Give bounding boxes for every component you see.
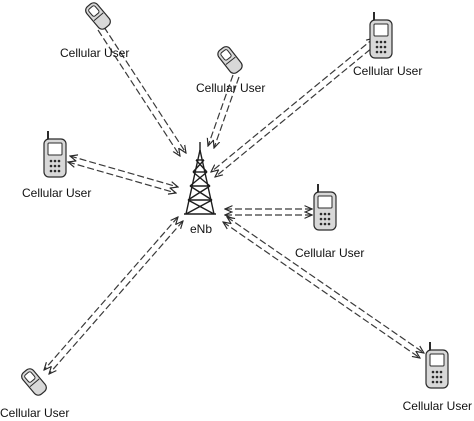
- flip-phone-icon: [85, 2, 111, 30]
- link-user-5: [225, 209, 312, 215]
- enb-label: eNb: [190, 222, 212, 236]
- flip-phone-icon: [217, 46, 243, 74]
- mobile-phone-icon: [43, 131, 67, 178]
- user-label-6: Cellular User: [0, 406, 69, 420]
- user-label-7: Cellular User: [403, 399, 472, 413]
- user-label-5: Cellular User: [295, 246, 364, 260]
- mobile-phone-icon: [369, 12, 393, 59]
- link-user-3: [211, 38, 378, 177]
- flip-phone-icon: [21, 368, 47, 396]
- user-label-2: Cellular User: [196, 81, 265, 95]
- mobile-phone-icon: [313, 184, 337, 231]
- link-user-1: [97, 26, 186, 156]
- link-user-7: [223, 217, 424, 358]
- cell-tower-icon: [184, 142, 216, 215]
- mobile-phone-icon: [425, 342, 449, 389]
- user-label-1: Cellular User: [60, 46, 129, 60]
- user-label-3: Cellular User: [353, 64, 422, 78]
- link-user-6: [44, 217, 183, 374]
- link-user-4: [68, 156, 178, 193]
- user-label-4: Cellular User: [22, 186, 91, 200]
